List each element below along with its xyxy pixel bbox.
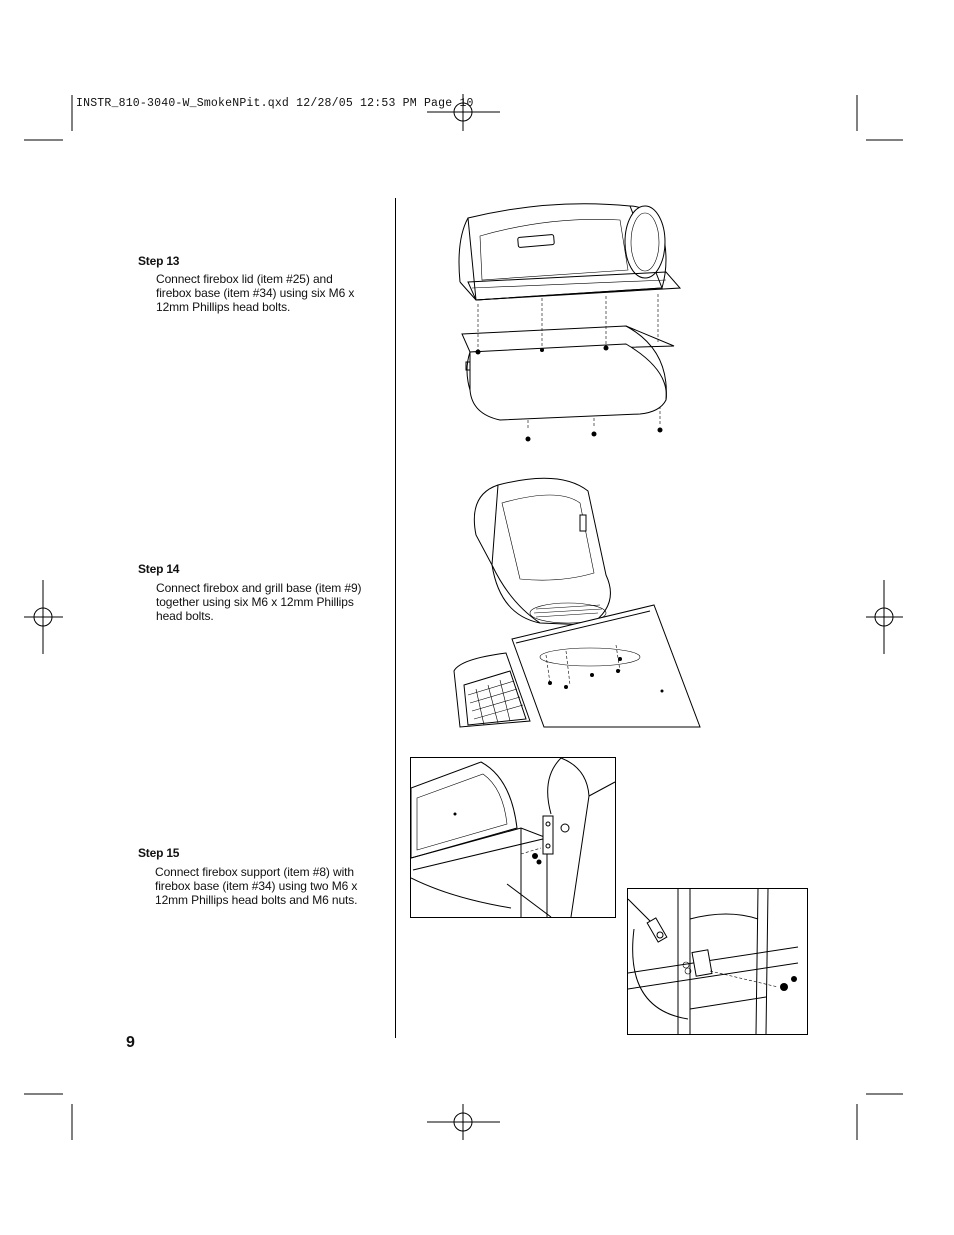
step-15-detail-1 [410,757,616,918]
step-13-text: Connect firebox lid (item #25) and fireb… [156,272,355,314]
registration-mark-bottom [427,1104,500,1140]
file-slug-line: INSTR_810-3040-W_SmokeNPit.qxd 12/28/05 … [76,97,474,110]
step-14-title: Step 14 [138,562,180,576]
page-number: 9 [126,1034,135,1051]
step-13-illustration [458,203,682,442]
step-15-detail-2 [627,888,808,1035]
step-15-text: Connect firebox support (item #8) with f… [155,865,358,907]
registration-mark-top [427,94,500,131]
step-14-illustration [453,477,701,728]
column-divider [395,198,396,1038]
step-14-text: Connect firebox and grill base (item #9)… [156,581,362,623]
registration-mark-left [24,580,63,654]
registration-mark-right [866,580,903,654]
step-15-title: Step 15 [138,846,180,860]
step-13-title: Step 13 [138,254,180,268]
